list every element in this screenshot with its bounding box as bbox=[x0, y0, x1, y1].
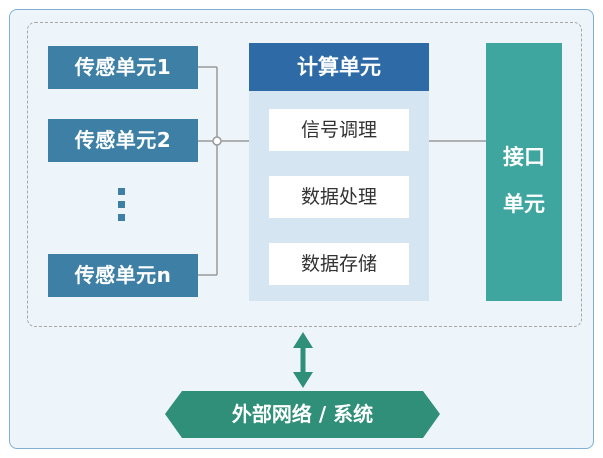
function-signal-conditioning: 信号调理 bbox=[269, 109, 409, 151]
interface-unit: 接口 单元 bbox=[486, 43, 562, 301]
interface-unit-label-line2: 单元 bbox=[503, 192, 545, 216]
double-arrow-vertical-icon bbox=[293, 332, 313, 388]
function-data-storage: 数据存储 bbox=[269, 243, 409, 285]
compute-unit-title: 计算单元 bbox=[249, 43, 429, 91]
device-boundary bbox=[27, 22, 582, 327]
junction-node bbox=[212, 136, 222, 146]
sensor-unit-n: 传感单元n bbox=[48, 254, 198, 297]
function-data-processing: 数据处理 bbox=[269, 176, 409, 218]
sensor-unit-1: 传感单元1 bbox=[48, 46, 198, 89]
compute-unit: 计算单元 信号调理 数据处理 数据存储 bbox=[249, 43, 429, 301]
vertical-ellipsis-icon bbox=[116, 188, 126, 228]
external-network-label: 外部网络 / 系统 bbox=[231, 402, 374, 426]
external-network: 外部网络 / 系统 bbox=[165, 391, 440, 438]
external-banner-shape bbox=[165, 391, 440, 438]
interface-unit-label-line1: 接口 bbox=[503, 145, 545, 169]
sensor-unit-2: 传感单元2 bbox=[48, 119, 198, 162]
